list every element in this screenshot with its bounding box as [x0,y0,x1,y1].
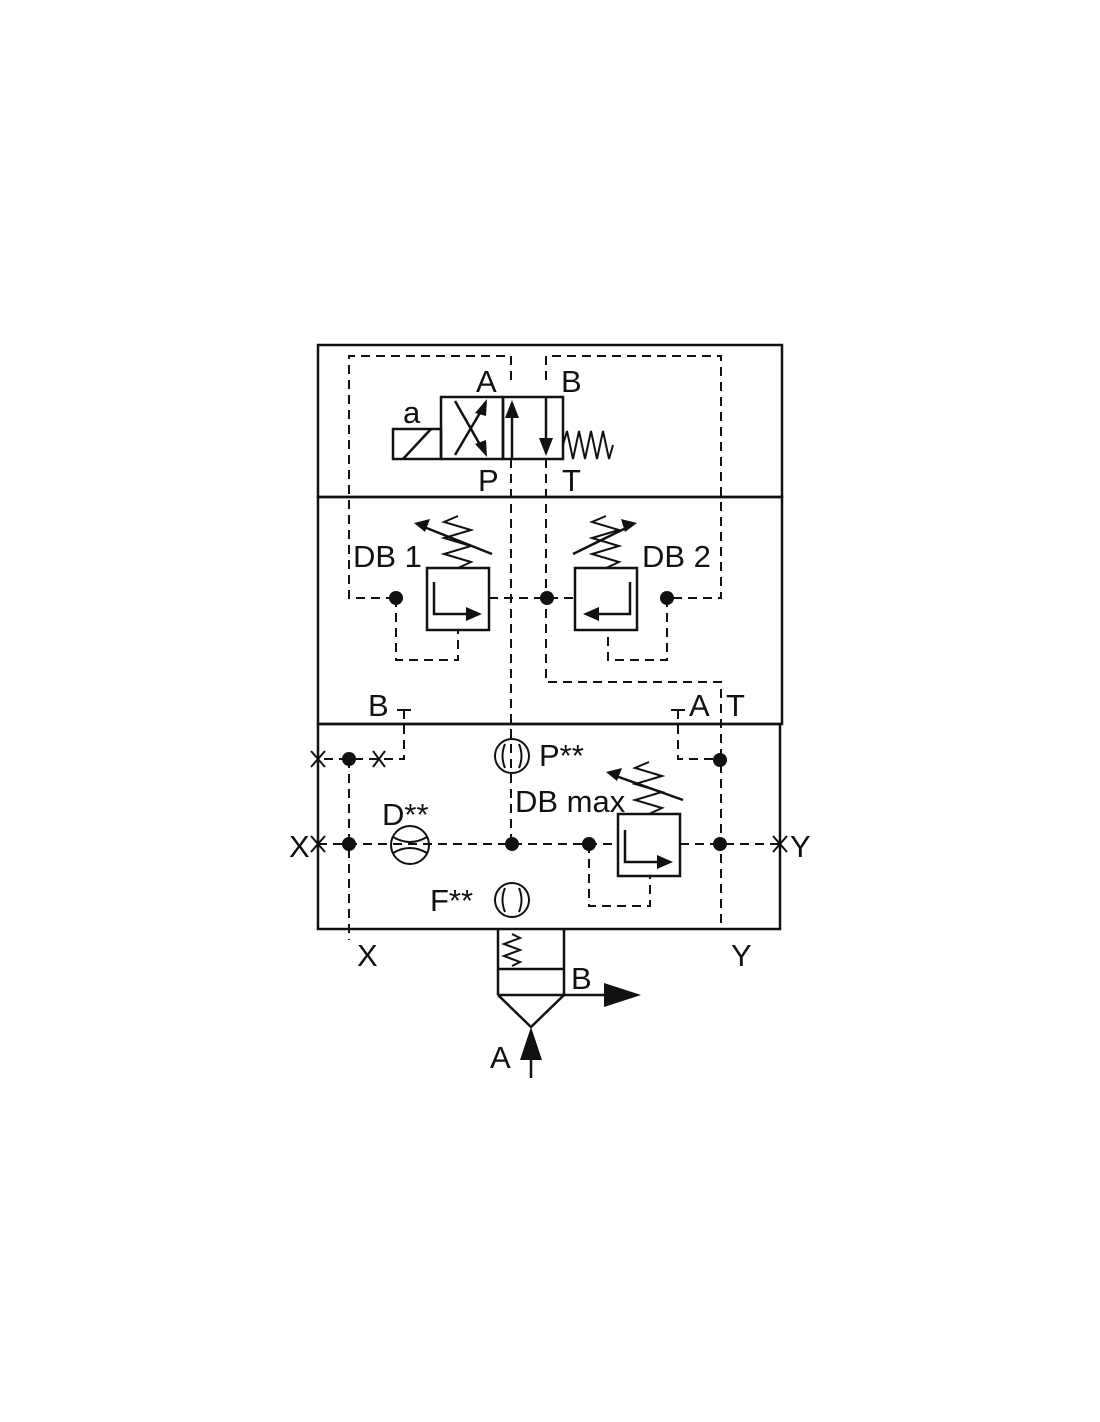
logic-valve-cartridge [496,929,641,1078]
label-valve-t: T [562,463,581,498]
label-port-y-bottom: Y [731,938,752,973]
label-orifice-d: D** [382,797,429,832]
junctions [342,591,727,851]
db1-spring [440,515,475,569]
label-valve-b: B [561,364,582,399]
relief-valve-db-max [606,761,684,878]
valve-envelope-right [501,395,565,461]
bottom-block [316,722,782,931]
label-port-y-right: Y [790,829,811,864]
top-block [316,343,784,499]
label-main-a: A [490,1040,511,1075]
db2-spring [588,515,623,569]
relief-valve-db1 [414,515,493,632]
port-marks [310,709,788,853]
label-port-a-mid: A [689,688,710,723]
label-port-x-bottom: X [357,938,378,973]
label-port-x-left: X [289,829,310,864]
relief-valve-db2 [572,515,639,632]
label-port-b-mid: B [368,688,389,723]
valve-spring [562,430,614,460]
label-orifice-f: F** [430,883,473,918]
orifice-d [390,825,430,865]
label-db-max: DB max [515,784,626,819]
label-orifice-p: P** [539,738,584,773]
label-solenoid: a [403,395,421,430]
label-db1: DB 1 [353,539,422,574]
directional-valve [391,395,614,461]
label-valve-p: P [478,463,499,498]
orifice-f [494,882,530,918]
labels: A B P T a DB 1 DB 2 DB max B A T P** D**… [289,364,811,1075]
label-port-t-mid: T [726,688,745,723]
cartridge-spring [501,933,523,967]
label-db2: DB 2 [642,539,711,574]
label-main-b: B [571,961,592,996]
orifice-p [494,738,530,774]
label-valve-a: A [476,364,497,399]
